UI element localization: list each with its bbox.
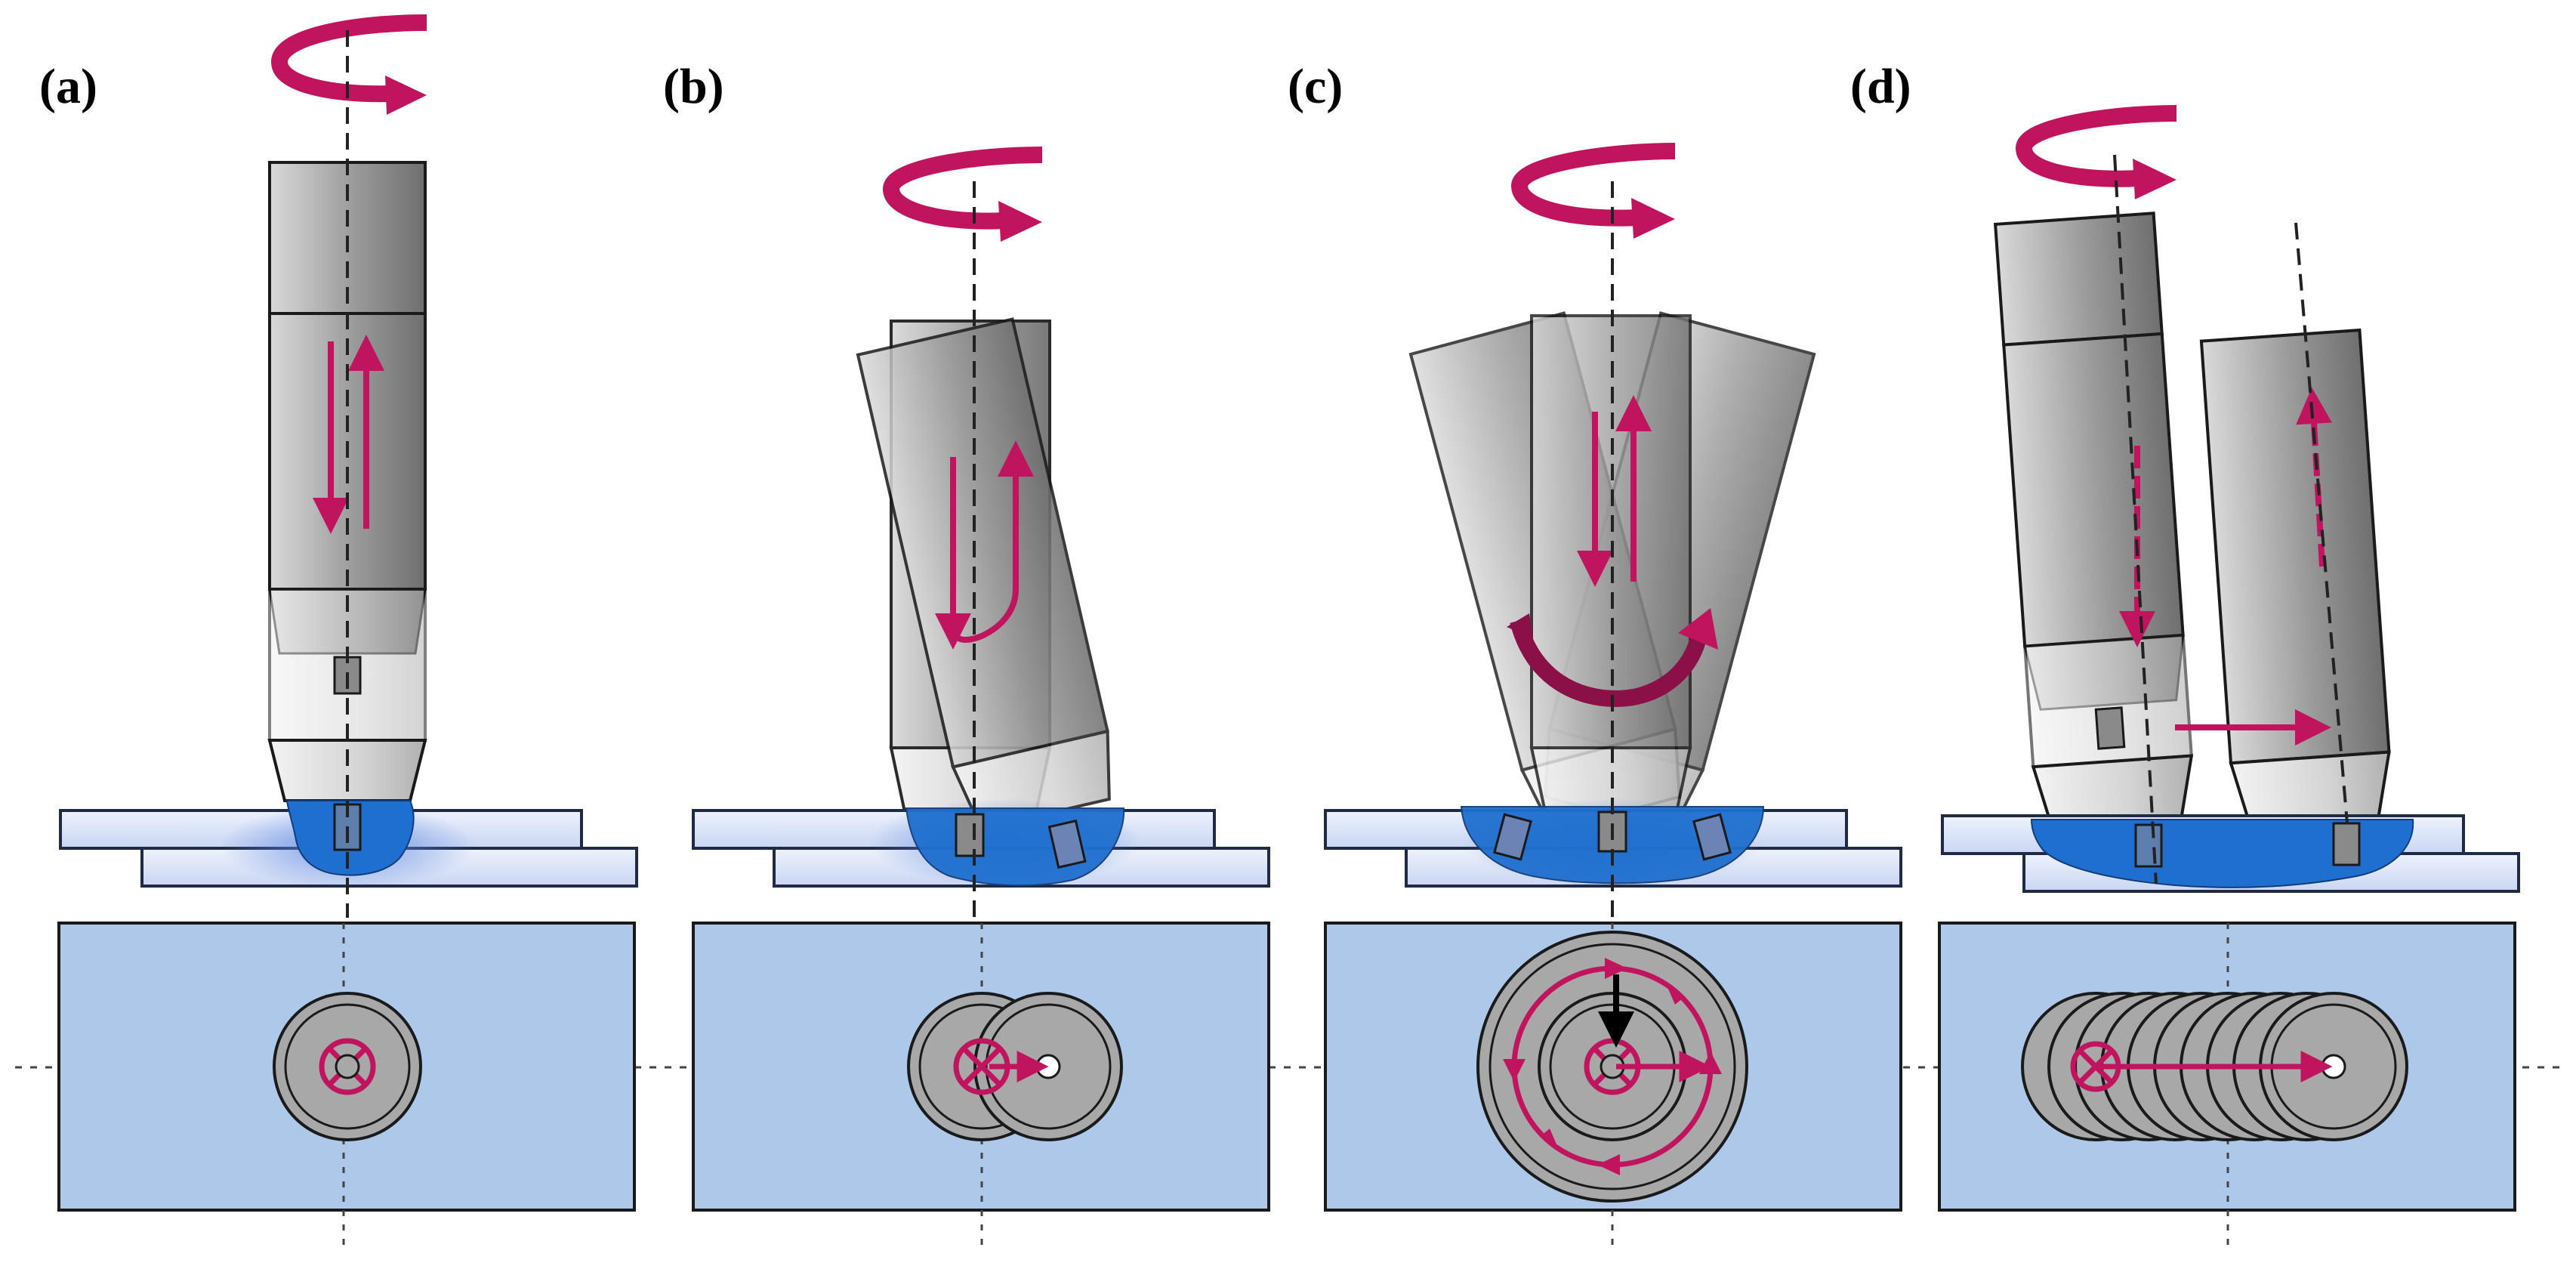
workpiece-plates: [692, 798, 1270, 888]
top-view-b: [692, 922, 1270, 1250]
swing-arrow-icon: [1507, 608, 1718, 708]
tool-axis-line: [2294, 222, 2349, 824]
panel-label-d: (d): [1850, 59, 1911, 114]
panel-d: (d): [1850, 59, 2520, 1250]
circled-x-icon: [319, 1038, 376, 1095]
plunge-arrow-icon: [1577, 395, 1652, 587]
tool-axis-line: [2113, 154, 2158, 885]
top-view-d: [1938, 922, 2516, 1250]
plunge-arrow-icon: [935, 440, 1034, 650]
workpiece-plates: [59, 800, 638, 888]
rotation-arrow-icon: [1510, 143, 1676, 239]
panel-b: (b): [663, 59, 1270, 1250]
panel-a: (a): [39, 14, 638, 1250]
panel-label-a: (a): [39, 59, 97, 114]
workpiece-plates: [1941, 814, 2520, 893]
panel-label-b: (b): [663, 59, 724, 114]
tool-start: [1993, 212, 2194, 871]
tool-end: [2199, 328, 2391, 868]
panel-c: (c): [1288, 59, 1902, 1250]
rotation-arrow-icon: [2015, 105, 2177, 199]
top-view-c: [1324, 922, 1902, 1250]
top-view-a: [57, 922, 636, 1250]
rotation-arrow-icon: [270, 14, 427, 115]
workpiece-plates: [1324, 798, 1902, 888]
plunge-arrow-icon: [313, 335, 384, 534]
panel-label-c: (c): [1288, 59, 1343, 114]
rotation-arrow-icon: [882, 147, 1043, 242]
weld-pool: [2030, 819, 2414, 888]
